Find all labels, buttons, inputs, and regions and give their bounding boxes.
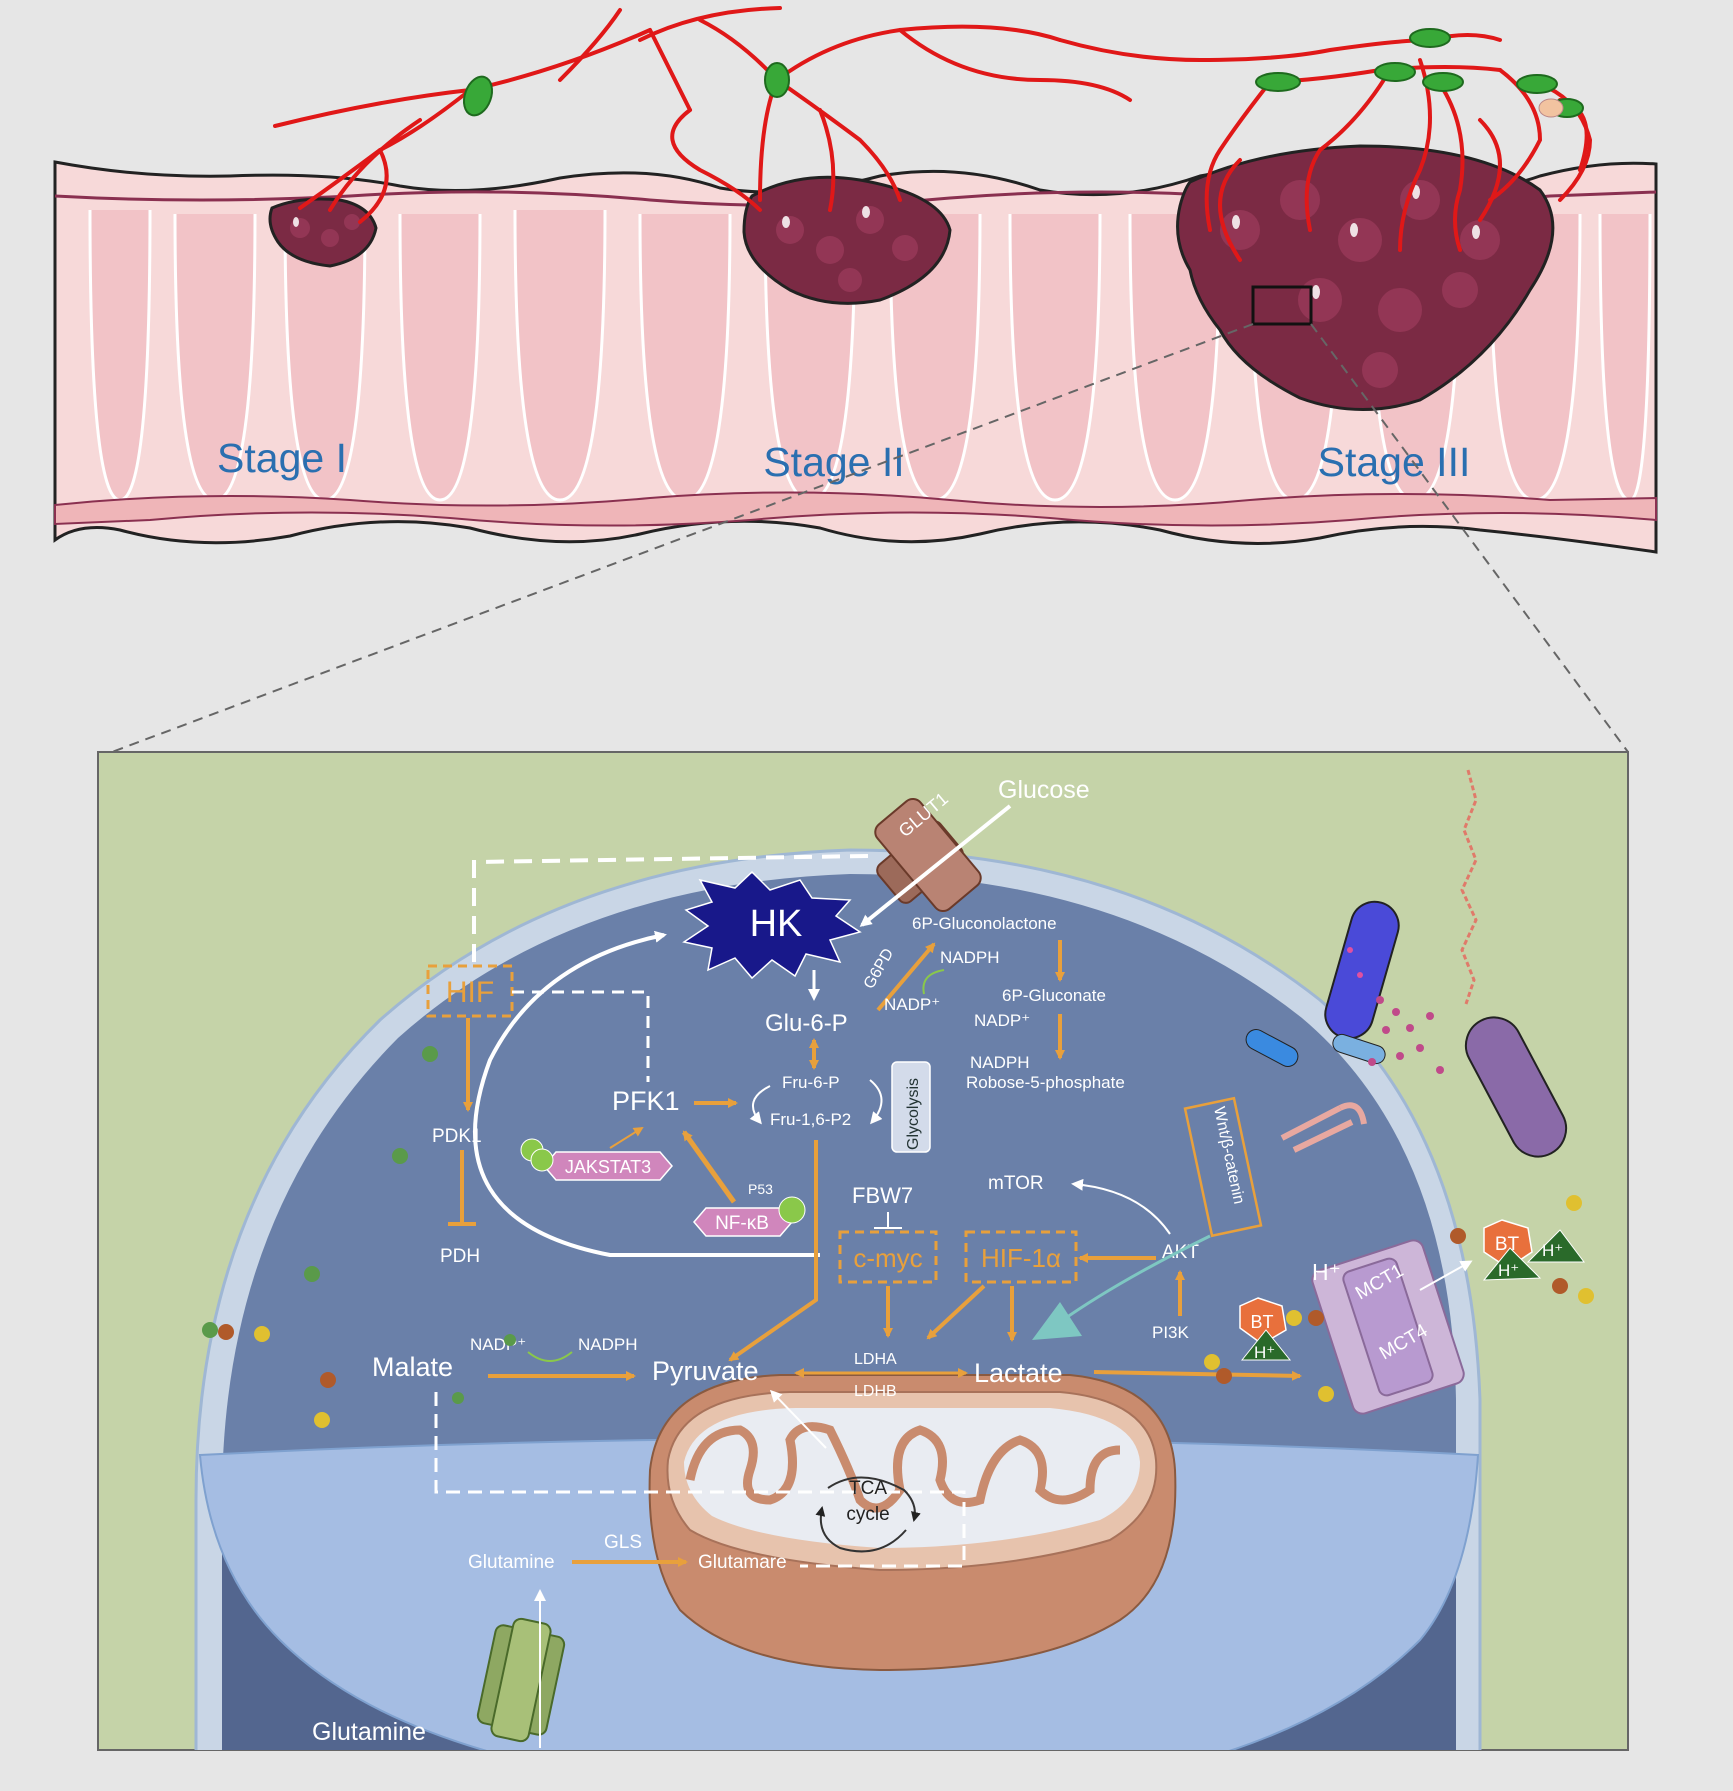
nfkb-label: NF-κB [715,1213,769,1234]
hplus-outer-triangle-2 [1526,1229,1585,1263]
wnt-arrowhead [1032,1302,1082,1340]
jakstat3-shape [543,1151,673,1181]
cell-panel: GLUT1 Glucose HK HIF PDK1 PDH PFK1 JAKST… [97,751,1629,1751]
zoom-box [1251,285,1313,326]
fru-cycle-left [749,1085,771,1125]
fru6p-label: Fru-6-P [782,1073,840,1092]
glucose-label: Glucose [998,776,1090,804]
mct-out-arrow [1419,1260,1473,1291]
gls-label: GLS [604,1532,642,1553]
hplus-outer-triangle-2-label: H⁺ [1542,1241,1563,1260]
bt-inner-label: BT [1250,1312,1273,1332]
pfk1-label: PFK1 [612,1086,680,1116]
nadp-nadph-curve-3 [527,1351,573,1362]
p53-label: P53 [748,1181,773,1197]
hk-star [682,870,862,980]
nadp-nadph-curve-1 [922,969,945,995]
cmyc-hk-arc [473,930,820,1257]
pi3k-label: PI3K [1152,1323,1190,1342]
nadph-1: NADPH [940,948,1000,967]
malate-dashed-loop [434,1392,966,1568]
stage-label-1: Stage I [217,435,347,481]
ldhb-label: LDHB [854,1383,897,1400]
tca-label: TCA [849,1478,887,1499]
glutamine-outer-label: Glutamine [312,1718,426,1746]
bacteria-particles [1368,996,1444,1074]
nadph-2: NADPH [970,1053,1030,1072]
hif-label: HIF [446,976,494,1009]
pdk1-label: PDK1 [432,1126,482,1147]
nfkb-pfk1-arrow [681,1130,737,1204]
hif-pfk1-dashed [512,990,650,1082]
fbw7-label: FBW7 [852,1183,913,1208]
tca-cycle-arc-2 [815,1506,907,1553]
fru-cycle-right [869,1079,883,1125]
hif1a-label: HIF-1α [981,1243,1061,1273]
gluconate-label: 6P-Gluconate [1002,986,1106,1005]
glu6p-label: Glu-6-P [765,1010,848,1037]
metabolite-dots [202,1046,1594,1428]
mct-transporter [1311,1239,1465,1415]
glycolysis-box [891,1061,931,1153]
bacteria [1245,900,1568,1158]
cmyc-label: c-myc [853,1243,922,1273]
ldha-label: LDHA [854,1351,897,1368]
green-cells [462,28,1584,118]
tca-cycle-arc-1 [827,1476,921,1522]
glutamine-inner-label: Glutamine [468,1552,555,1573]
glycolysis-label: Glycolysis [905,1078,922,1150]
gluconolactone-label: 6P-Gluconolactone [912,914,1057,933]
stage-label-3: Stage III [1318,439,1471,485]
jakstat3-pfk1-arrow [609,1126,644,1149]
p53-green [778,1196,806,1224]
hk-label: HK [750,903,803,945]
tan-cell [1538,98,1564,118]
mito-pyruvate-arrow [769,1389,827,1449]
receptor [1280,1102,1367,1153]
glutamine-channel [476,1617,566,1743]
jakstat3-label: JAKSTAT3 [565,1157,651,1177]
glutamare-label: Glutamare [698,1552,787,1573]
wnt-lactate-arrow [1059,1234,1211,1324]
colon-section: Stage I Stage II Stage III [53,6,1658,554]
muscle-layer [54,491,1657,527]
glucose-arrow [859,804,1012,927]
hplus-outer-triangle-1 [1482,1247,1542,1281]
hplus-inner-triangle-label: H⁺ [1254,1343,1275,1362]
glu6p-gluconolactone-arrow [876,942,936,1012]
nadp-plus-1: NADP⁺ [884,995,940,1014]
bt-outer-label: BT [1495,1234,1520,1255]
pdh-label: PDH [440,1246,480,1267]
nadp-plus-2: NADP⁺ [974,1011,1030,1030]
tumor-highlights [293,185,1480,299]
hif1a-box [964,1230,1078,1284]
pyruvate-label: Pyruvate [652,1356,759,1386]
zoom-line-right [1310,323,1629,753]
tumor-stage3 [1176,144,1555,411]
peptide-chain [1460,769,1478,1005]
jakstat3-green-2 [530,1148,554,1172]
lactate-mct-arrow [1093,1370,1302,1381]
malate-label: Malate [372,1352,453,1382]
fru16p2-label: Fru-1,6-P2 [770,1110,851,1129]
hplus-label-inner: H⁺ [1312,1259,1341,1285]
nadph-3: NADPH [578,1335,638,1354]
mitochondrion [648,1374,1177,1672]
cycle-label: cycle [846,1504,889,1525]
cmyc-box [838,1230,938,1284]
hplus-outer-triangle-1-label: H⁺ [1498,1261,1519,1280]
hif1a-ldh-arrow [926,1284,986,1340]
ribose-label: Robose-5-phosphate [966,1073,1125,1092]
hplus-inner-triangle [1240,1329,1292,1361]
stage-label-2: Stage II [763,439,904,485]
glycolysis-pyruvate-arrow [728,1140,818,1362]
mtor-label: mTOR [988,1173,1044,1194]
lactate-label: Lactate [974,1358,1063,1388]
tumor-stage2 [742,175,952,305]
akt-mtor-arrow [1071,1178,1171,1235]
nadp-plus-3: NADP⁺ [470,1335,526,1354]
hk-hif-dashed-loop [472,854,869,970]
